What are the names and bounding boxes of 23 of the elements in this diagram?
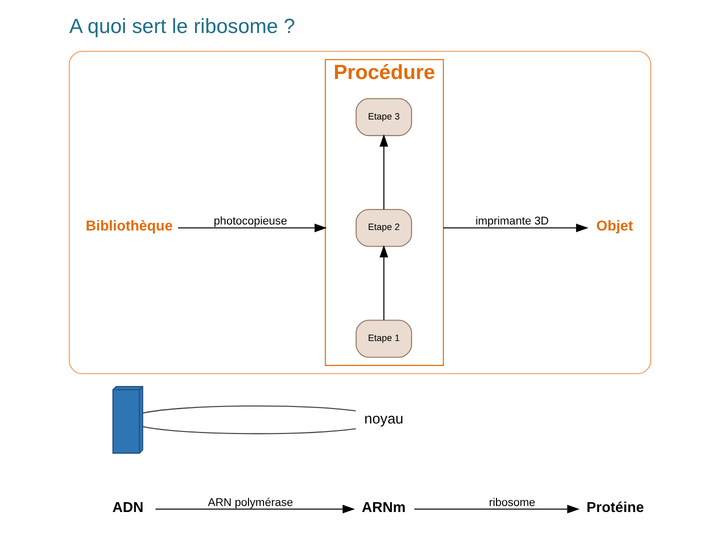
edge-label: photocopieuse bbox=[214, 216, 288, 228]
connector bbox=[142, 406, 356, 414]
node-text: Bibliothèque bbox=[86, 218, 173, 235]
edge-label: ARN polymérase bbox=[208, 496, 294, 509]
cluster bbox=[68, 50, 652, 374]
edge-label: imprimante 3D bbox=[476, 216, 549, 228]
node-text: Objet bbox=[596, 218, 633, 235]
node-text: ADN bbox=[112, 500, 144, 516]
arrow bbox=[156, 504, 355, 514]
connector bbox=[142, 426, 356, 434]
node-text: noyau bbox=[364, 412, 404, 428]
edge-label: ribosome bbox=[488, 496, 536, 509]
node-box: Etape 2 bbox=[356, 208, 412, 247]
arrow bbox=[380, 134, 388, 210]
arrow bbox=[380, 245, 388, 320]
node-box: Etape 1 bbox=[356, 320, 412, 358]
diagram-title: A quoi sert le ribosome ? bbox=[69, 14, 296, 38]
node-box: Etape 3 bbox=[356, 98, 412, 136]
arrow bbox=[414, 504, 580, 514]
node-text: Protéine bbox=[586, 500, 644, 516]
node-text: ARNm bbox=[362, 500, 406, 516]
arrow bbox=[178, 224, 327, 232]
arrow bbox=[443, 224, 588, 232]
